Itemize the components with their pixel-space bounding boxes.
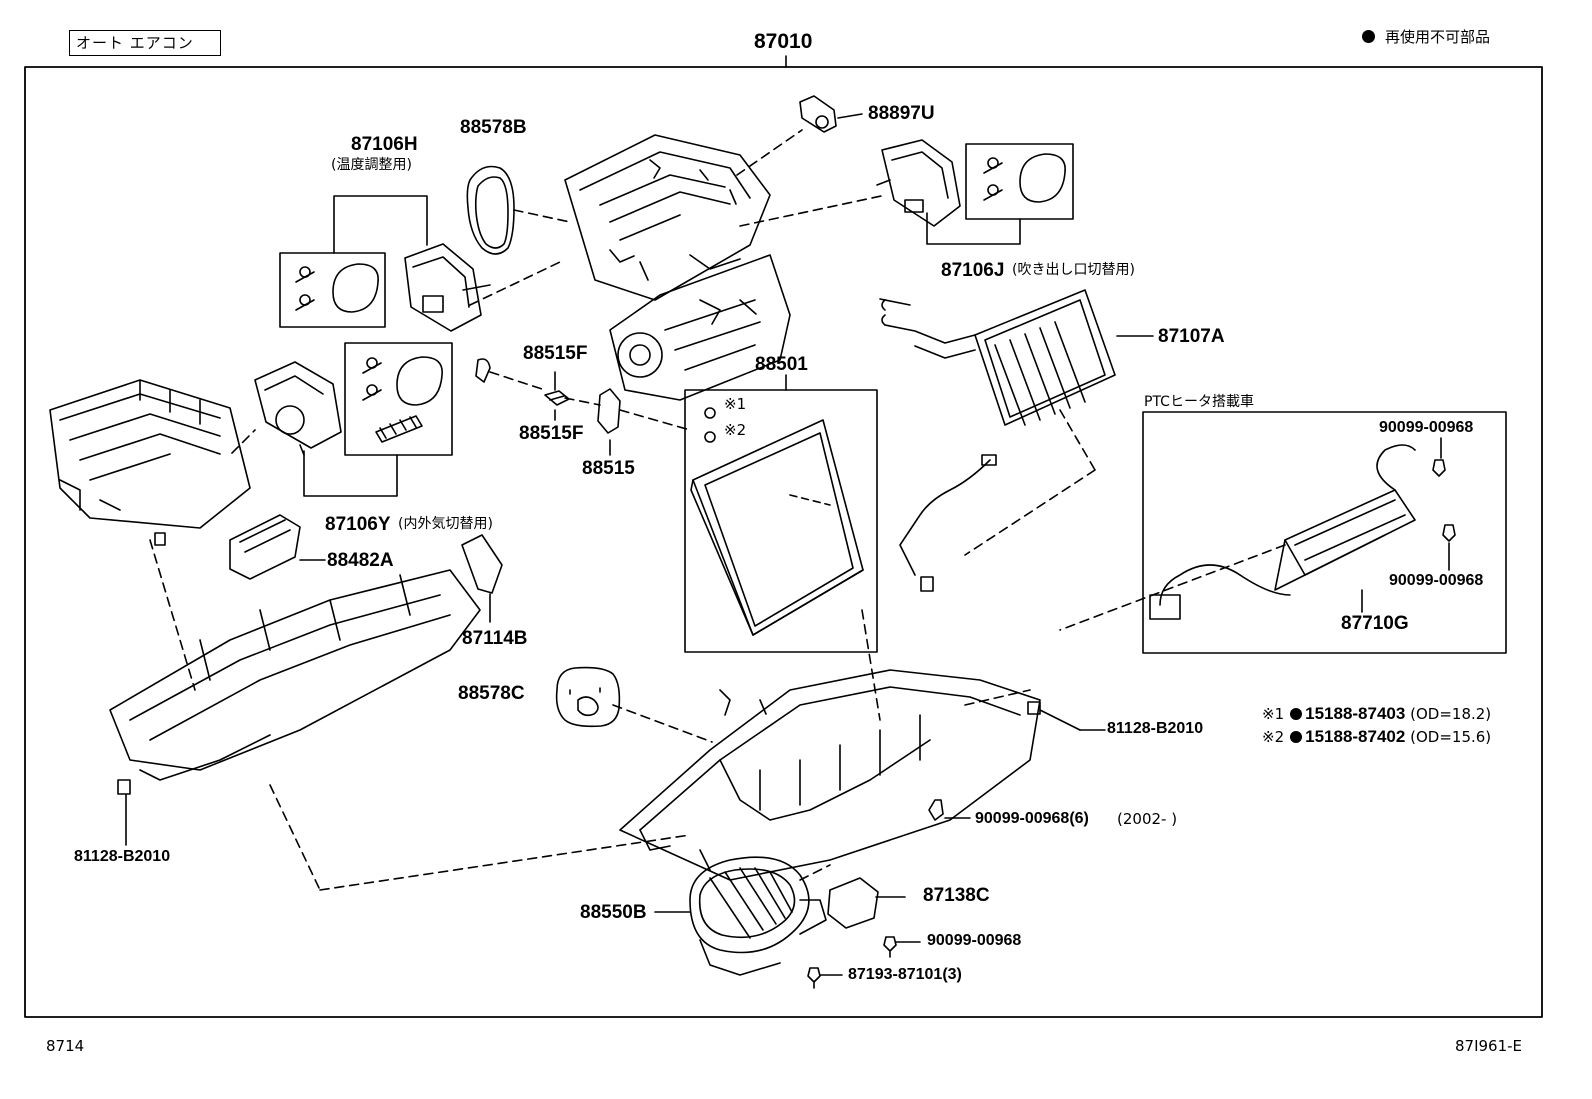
mark-1: ※1 <box>724 395 747 413</box>
part-90099-00968-bottom[interactable]: 90099-00968 <box>927 932 1022 949</box>
reference-part[interactable]: 15188-87402 <box>1305 727 1406 746</box>
spring-87106Y <box>375 415 423 443</box>
assembly-part-number[interactable]: 87010 <box>754 30 813 53</box>
part-88897U[interactable]: 88897U <box>868 103 935 124</box>
note-87106J: (吹き出し口切替用) <box>1012 262 1135 278</box>
bracket-87114B <box>461 534 503 594</box>
evaporator-box <box>684 389 878 653</box>
bracket-88482A <box>229 514 301 580</box>
valve-88515 <box>597 388 621 434</box>
kit-box-87106H <box>279 252 386 328</box>
part-87106J[interactable]: 87106J <box>941 260 1005 281</box>
screw-ptc-bottom <box>1442 524 1456 542</box>
part-87107A[interactable]: 87107A <box>1158 326 1225 347</box>
reference-part[interactable]: 15188-87403 <box>1305 704 1406 723</box>
part-87138C[interactable]: 87138C <box>923 885 990 906</box>
reference-row-2: ※2 15188-87402 (OD=15.6) <box>1262 727 1492 747</box>
part-ptc-90099-bottom[interactable]: 90099-00968 <box>1389 572 1484 589</box>
clip <box>475 358 491 383</box>
lower-right-case <box>619 669 1041 881</box>
sensor-88897U <box>799 95 863 133</box>
legend: 再使用不可部品 <box>1362 28 1490 46</box>
reference-spec: (OD=15.6) <box>1410 728 1492 746</box>
gasket-88578B <box>466 165 515 255</box>
reference-mark: ※2 <box>1262 728 1285 746</box>
actuator-87106Y <box>254 361 342 456</box>
part-87106Y[interactable]: 87106Y <box>325 514 391 535</box>
part-88515F-lower[interactable]: 88515F <box>519 423 584 444</box>
gasket-87106J <box>1019 153 1066 203</box>
filled-circle-icon <box>1290 731 1303 743</box>
note-87106Y: (内外気切替用) <box>398 516 493 532</box>
part-87710G[interactable]: 87710G <box>1341 613 1409 634</box>
footer-left-code: 8714 <box>46 1037 85 1055</box>
part-87114B[interactable]: 87114B <box>462 628 528 649</box>
part-88501[interactable]: 88501 <box>755 354 808 375</box>
screw-pair-87106H <box>295 266 315 311</box>
part-81128-left[interactable]: 81128-B2010 <box>74 848 171 865</box>
screw-pair-87106J <box>983 157 1003 201</box>
footer-right-code: 87I961-E <box>1455 1037 1523 1055</box>
part-88515[interactable]: 88515 <box>582 458 635 479</box>
reference-mark: ※1 <box>1262 705 1285 723</box>
part-ptc-90099-top[interactable]: 90099-00968 <box>1379 419 1474 436</box>
reference-row-1: ※1 15188-87403 (OD=18.2) <box>1262 704 1492 724</box>
filled-circle-icon <box>1362 30 1375 43</box>
o-ring-marks <box>704 407 716 443</box>
mark-2: ※2 <box>724 421 747 439</box>
gasket-87106Y <box>396 356 443 406</box>
screw-ptc-top <box>1432 459 1446 477</box>
part-88550B[interactable]: 88550B <box>580 902 647 923</box>
note-87106H: (温度調整用) <box>331 157 412 173</box>
part-88578C[interactable]: 88578C <box>458 683 525 704</box>
mid-housing <box>609 254 791 401</box>
part-87106H[interactable]: 87106H <box>351 134 418 155</box>
actuator-87106H <box>404 243 491 332</box>
main-frame <box>24 66 1543 1018</box>
heater-core-87107A <box>879 289 1116 426</box>
filled-circle-icon <box>1290 708 1303 720</box>
screw-87193 <box>807 967 821 989</box>
blower-88550B <box>689 856 827 976</box>
upper-housing <box>564 134 771 301</box>
actuator-87106J <box>876 139 961 227</box>
part-88515F-upper[interactable]: 88515F <box>523 343 588 364</box>
ptc-heater-87710G <box>1149 444 1416 620</box>
reference-spec: (OD=18.2) <box>1410 705 1492 723</box>
part-88578B[interactable]: 88578B <box>460 117 527 138</box>
screw-pair-87106Y <box>362 357 382 401</box>
resistor-87138C <box>827 877 879 929</box>
gasket-87106H <box>332 263 379 313</box>
part-81128-right[interactable]: 81128-B2010 <box>1107 720 1204 737</box>
part-90099-00968-6[interactable]: 90099-00968(6) <box>975 810 1089 827</box>
ptc-box <box>1142 411 1507 654</box>
screw-90099-bottom <box>883 936 897 958</box>
evaporator-88501 <box>690 419 864 636</box>
note-90099-00968-6: (2002- ) <box>1117 810 1178 828</box>
legend-text: 再使用不可部品 <box>1385 28 1491 46</box>
part-88482A[interactable]: 88482A <box>327 550 394 571</box>
part-87193-87101[interactable]: 87193-87101(3) <box>848 966 962 983</box>
unit-type-label: オート エアコン <box>69 30 221 56</box>
kit-box-87106Y <box>344 342 453 456</box>
ptc-box-title: PTCヒータ搭載車 <box>1144 394 1254 410</box>
left-housing <box>49 379 251 546</box>
lower-left-case <box>109 569 481 795</box>
